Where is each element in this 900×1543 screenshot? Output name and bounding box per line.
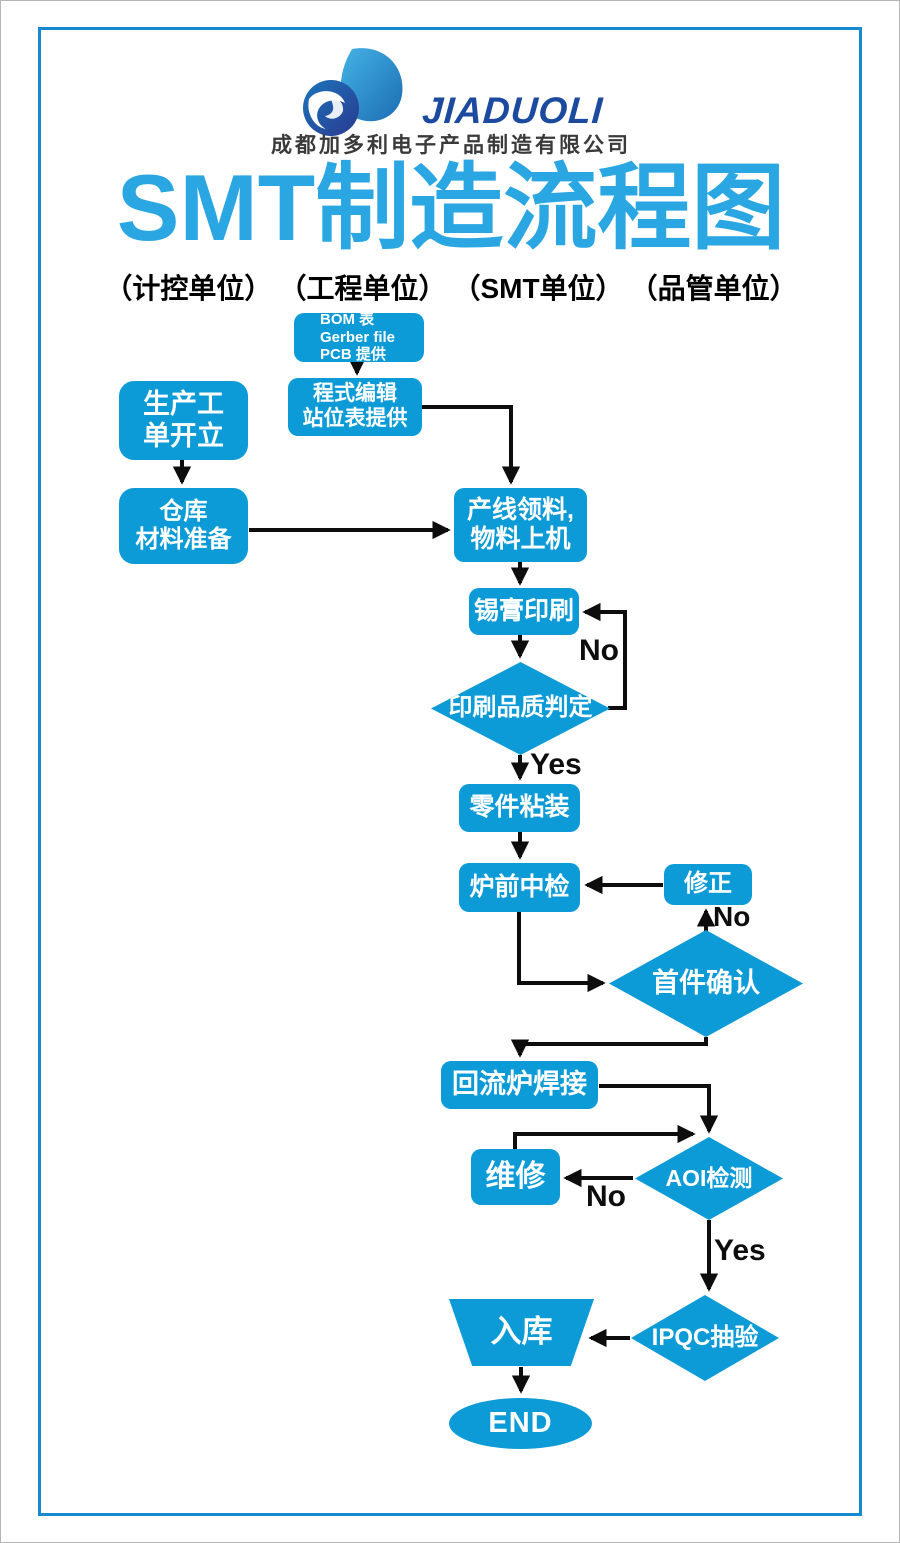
node-work-order: 生产工 单开立 xyxy=(119,381,248,460)
node-reflow-soldering: 回流炉焊接 xyxy=(441,1061,598,1109)
node-solder-paste-print: 锡膏印刷 xyxy=(469,588,579,635)
page-title: SMT制造流程图 xyxy=(116,155,786,260)
node-warehouse-prep: 仓库 材料准备 xyxy=(119,488,248,564)
jiaduoli-logo-icon xyxy=(300,45,418,146)
edge-label-aoi-no: No xyxy=(586,1180,626,1213)
unit-label-smt: （SMT单位） xyxy=(452,273,624,304)
node-component-placement: 零件粘装 xyxy=(459,784,580,832)
node-pre-oven-check: 炉前中检 xyxy=(459,863,580,912)
unit-label-pinguan: （品管单位） xyxy=(629,273,798,304)
node-program-edit: 程式编辑 站位表提供 xyxy=(288,378,422,436)
logo: JIADUOLI xyxy=(1,45,899,146)
page-frame xyxy=(38,27,862,1516)
node-line-feeding: 产线领料, 物料上机 xyxy=(454,488,587,562)
node-storage: 入库 xyxy=(449,1299,594,1366)
company-name: 成都加多利电子产品制造有限公司 xyxy=(271,134,631,157)
edge-label-print-yes: Yes xyxy=(530,748,582,781)
unit-labels-row: （计控单位） （工程单位） （SMT单位） （品管单位） xyxy=(1,267,899,307)
edge-label-first-article-no: No xyxy=(713,901,751,932)
edge-label-print-no: No xyxy=(579,634,619,667)
node-correction: 修正 xyxy=(664,864,752,905)
node-bom-input: BOM 表 Gerber file PCB 提供 xyxy=(294,311,424,363)
node-repair: 维修 xyxy=(471,1149,560,1205)
unit-label-gongcheng: （工程单位） xyxy=(278,273,447,304)
unit-label-jikong: （计控单位） xyxy=(104,273,273,304)
node-end: END xyxy=(449,1398,592,1449)
edge-label-aoi-yes: Yes xyxy=(714,1234,766,1267)
